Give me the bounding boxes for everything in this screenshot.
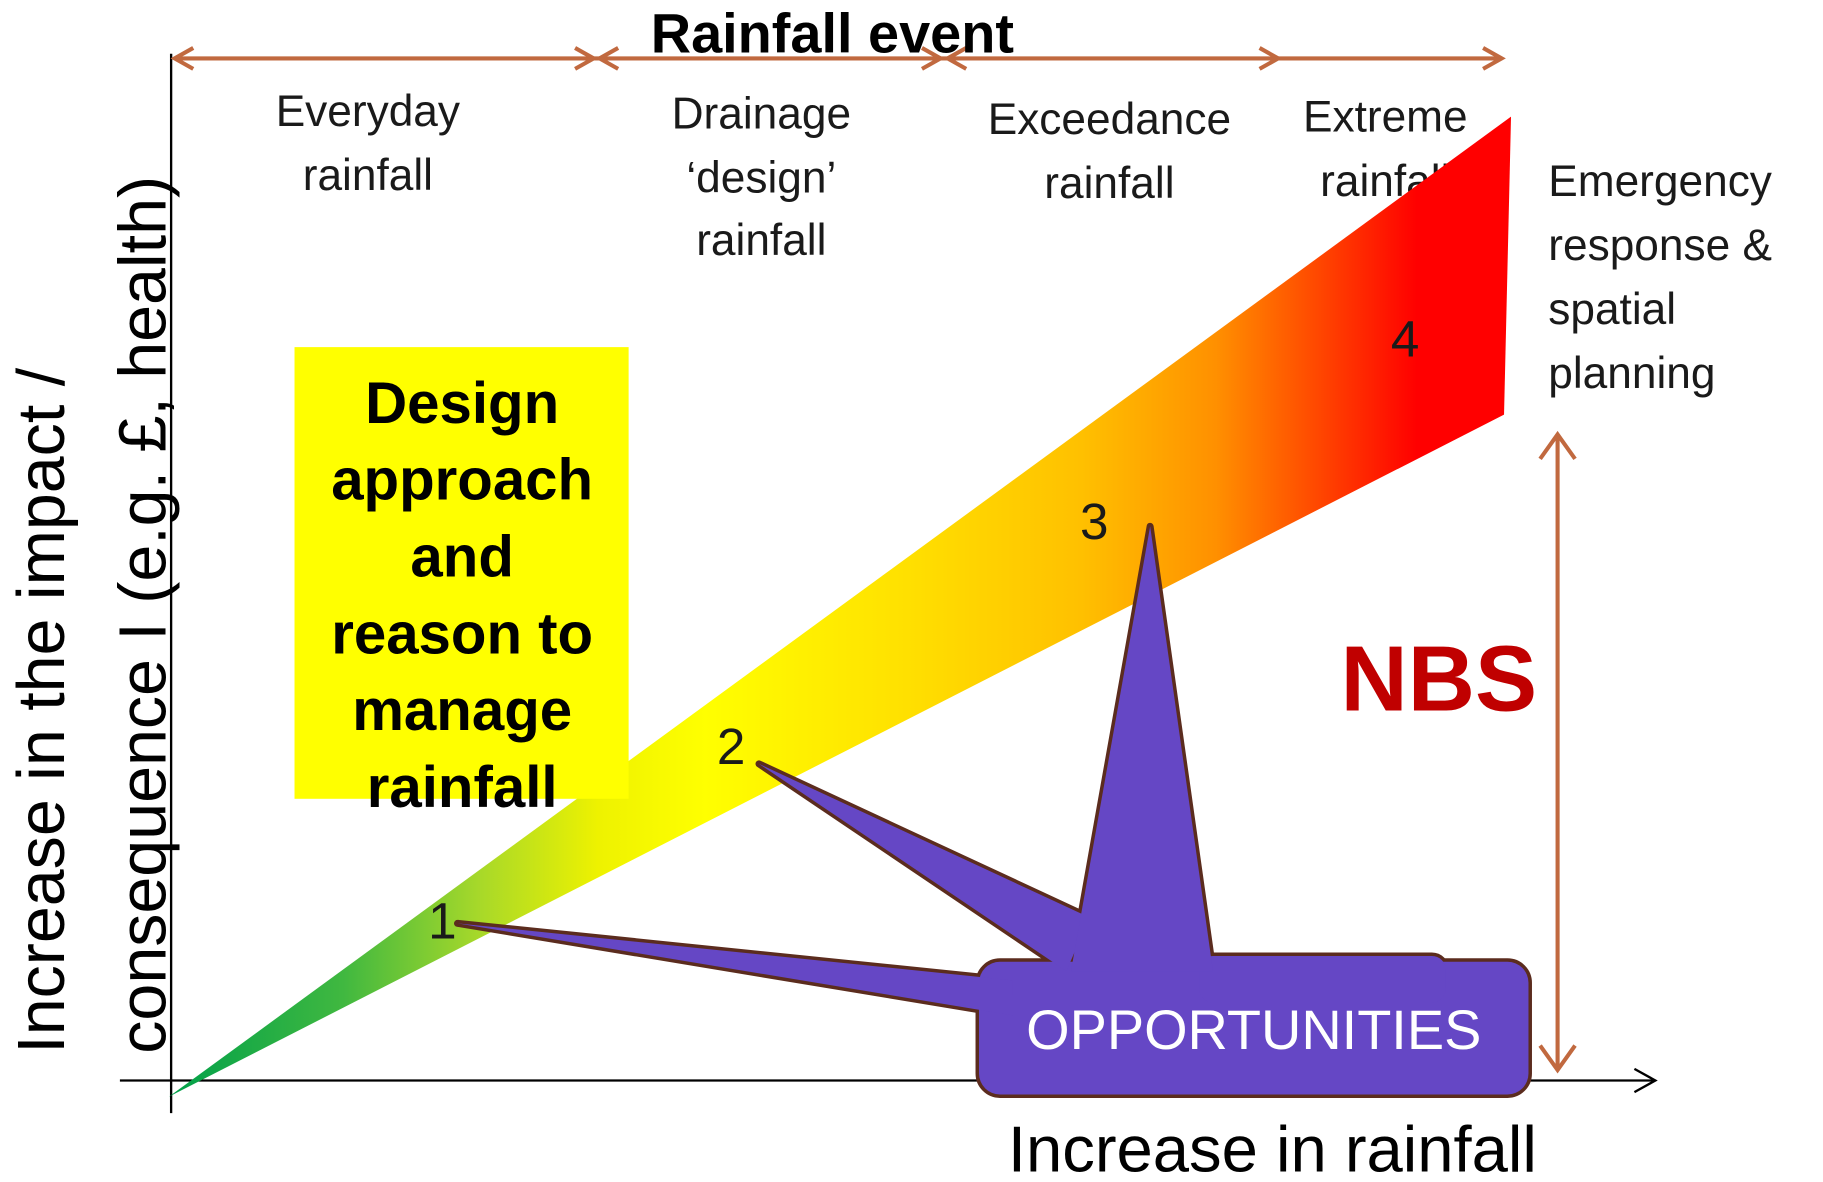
category-everyday-line-1: Everyday bbox=[276, 87, 461, 136]
callout-pointer-2 bbox=[759, 763, 1090, 972]
emergency-label-line-3: spatial bbox=[1548, 285, 1676, 334]
arrowhead-right-icon bbox=[574, 46, 598, 71]
x-axis-label: Increase in rainfall bbox=[1008, 1112, 1537, 1182]
arrowhead-right-icon bbox=[1482, 46, 1506, 71]
x-axis-arrowhead bbox=[1633, 1067, 1658, 1094]
rainfall-category-labels: Everyday rainfall Drainage ‘design’ rain… bbox=[276, 87, 1468, 265]
arrowhead-right-icon bbox=[920, 46, 945, 71]
arrowhead-up-icon bbox=[1538, 430, 1577, 461]
rainfall-event-arrows bbox=[170, 46, 1506, 71]
design-approach-text: Design approach and reason to manage rai… bbox=[331, 371, 593, 820]
rainfall-event-title: Rainfall event bbox=[651, 2, 1014, 65]
category-exceedance-line-2: rainfall bbox=[1044, 159, 1174, 208]
emergency-response-label: Emergency response & spatial planning bbox=[1548, 157, 1773, 398]
design-approach-line-4: reason to bbox=[331, 601, 593, 666]
category-exceedance-line-1: Exceedance bbox=[988, 95, 1231, 144]
arrowhead-right-icon bbox=[1258, 46, 1283, 71]
arrowhead-down-icon bbox=[1538, 1044, 1577, 1074]
callout-pointer-3 bbox=[1070, 526, 1214, 972]
category-everyday-line-2: rainfall bbox=[303, 151, 433, 200]
impact-stage-markers: 1 2 3 4 bbox=[428, 310, 1419, 949]
design-approach-line-2: approach bbox=[331, 448, 593, 513]
opportunities-callout: OPPORTUNITIES bbox=[454, 522, 1532, 1098]
category-drainage-line-1: Drainage bbox=[672, 89, 851, 138]
arrowhead-left-icon bbox=[943, 46, 968, 71]
emergency-label-line-1: Emergency bbox=[1548, 157, 1773, 206]
arrowhead-left-icon bbox=[170, 46, 195, 71]
design-approach-line-3: and bbox=[410, 524, 513, 589]
design-approach-line-1: Design bbox=[365, 371, 559, 436]
design-approach-box: Design approach and reason to manage rai… bbox=[294, 347, 629, 820]
category-extreme-line-1: Extreme bbox=[1303, 93, 1468, 142]
category-drainage-line-2: ‘design’ bbox=[686, 153, 836, 202]
y-axis-label-line-2: consequence I (e.g. £, health) bbox=[106, 176, 180, 1054]
design-approach-line-5: manage bbox=[352, 678, 572, 743]
category-drainage-line-3: rainfall bbox=[696, 216, 826, 265]
y-axis-label-line-1: Increase in the impact / bbox=[5, 367, 79, 1053]
stage-marker-3: 3 bbox=[1080, 493, 1109, 550]
nbs-range-arrow bbox=[1538, 430, 1577, 1074]
design-approach-line-6: rainfall bbox=[367, 755, 558, 820]
stage-marker-4: 4 bbox=[1391, 310, 1420, 367]
emergency-label-line-2: response & bbox=[1548, 221, 1772, 270]
emergency-label-line-4: planning bbox=[1548, 349, 1715, 398]
opportunities-label: OPPORTUNITIES bbox=[1026, 998, 1481, 1061]
nbs-label: NBS bbox=[1341, 626, 1538, 730]
stage-marker-2: 2 bbox=[717, 718, 746, 775]
arrowhead-left-icon bbox=[595, 46, 620, 71]
design-approach-box-background bbox=[294, 347, 629, 799]
opportunities-box-strip bbox=[1199, 955, 1446, 1003]
stage-marker-1: 1 bbox=[428, 892, 457, 949]
